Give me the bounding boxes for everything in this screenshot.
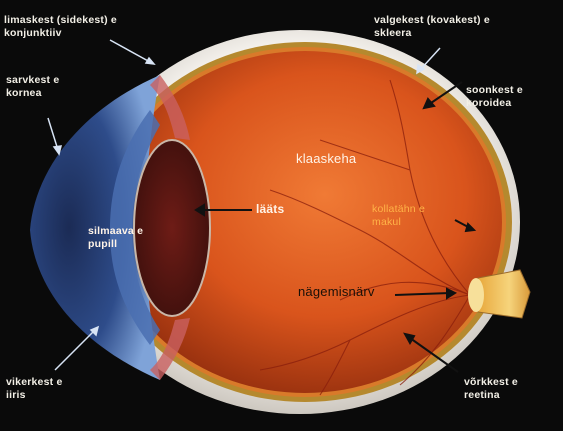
label-cornea: sarvkest e kornea xyxy=(6,74,59,100)
label-iris-line1: vikerkest e xyxy=(6,376,63,389)
label-retina: võrkkest e reetina xyxy=(464,376,518,402)
label-choroid: soonkest e koroidea xyxy=(466,84,523,110)
label-pupil-line1: silmaava e xyxy=(88,225,143,238)
label-sclera-line2: skleera xyxy=(374,27,490,40)
label-vitreous-text: klaaskeha xyxy=(296,152,356,165)
label-lens-text: lääts xyxy=(256,203,284,216)
label-cornea-line1: sarvkest e xyxy=(6,74,59,87)
label-macula: kollatähn e makul xyxy=(372,203,425,229)
label-conjunctiva: limaskest (sidekest) e konjunktiiv xyxy=(4,14,117,40)
label-retina-line2: reetina xyxy=(464,389,518,402)
label-sclera: valgekest (kovakest) e skleera xyxy=(374,14,490,40)
optic-nerve xyxy=(478,270,530,318)
label-pupil: silmaava e pupill xyxy=(88,225,143,251)
optic-disc xyxy=(468,278,484,312)
label-cornea-line2: kornea xyxy=(6,87,59,100)
lens-shape xyxy=(134,140,210,316)
label-optic-nerve-text: nägemisnärv xyxy=(298,285,375,298)
label-optic-nerve: nägemisnärv xyxy=(298,285,375,298)
label-macula-line2: makul xyxy=(372,216,425,229)
label-conjunctiva-line1: limaskest (sidekest) e xyxy=(4,14,117,27)
label-vitreous: klaaskeha xyxy=(296,152,356,165)
label-choroid-line2: koroidea xyxy=(466,97,523,110)
label-retina-line1: võrkkest e xyxy=(464,376,518,389)
label-conjunctiva-line2: konjunktiiv xyxy=(4,27,117,40)
label-iris: vikerkest e iiris xyxy=(6,376,63,402)
label-iris-line2: iiris xyxy=(6,389,63,402)
label-sclera-line1: valgekest (kovakest) e xyxy=(374,14,490,27)
label-choroid-line1: soonkest e xyxy=(466,84,523,97)
label-lens: lääts xyxy=(256,203,284,216)
label-macula-line1: kollatähn e xyxy=(372,203,425,216)
label-pupil-line2: pupill xyxy=(88,238,143,251)
